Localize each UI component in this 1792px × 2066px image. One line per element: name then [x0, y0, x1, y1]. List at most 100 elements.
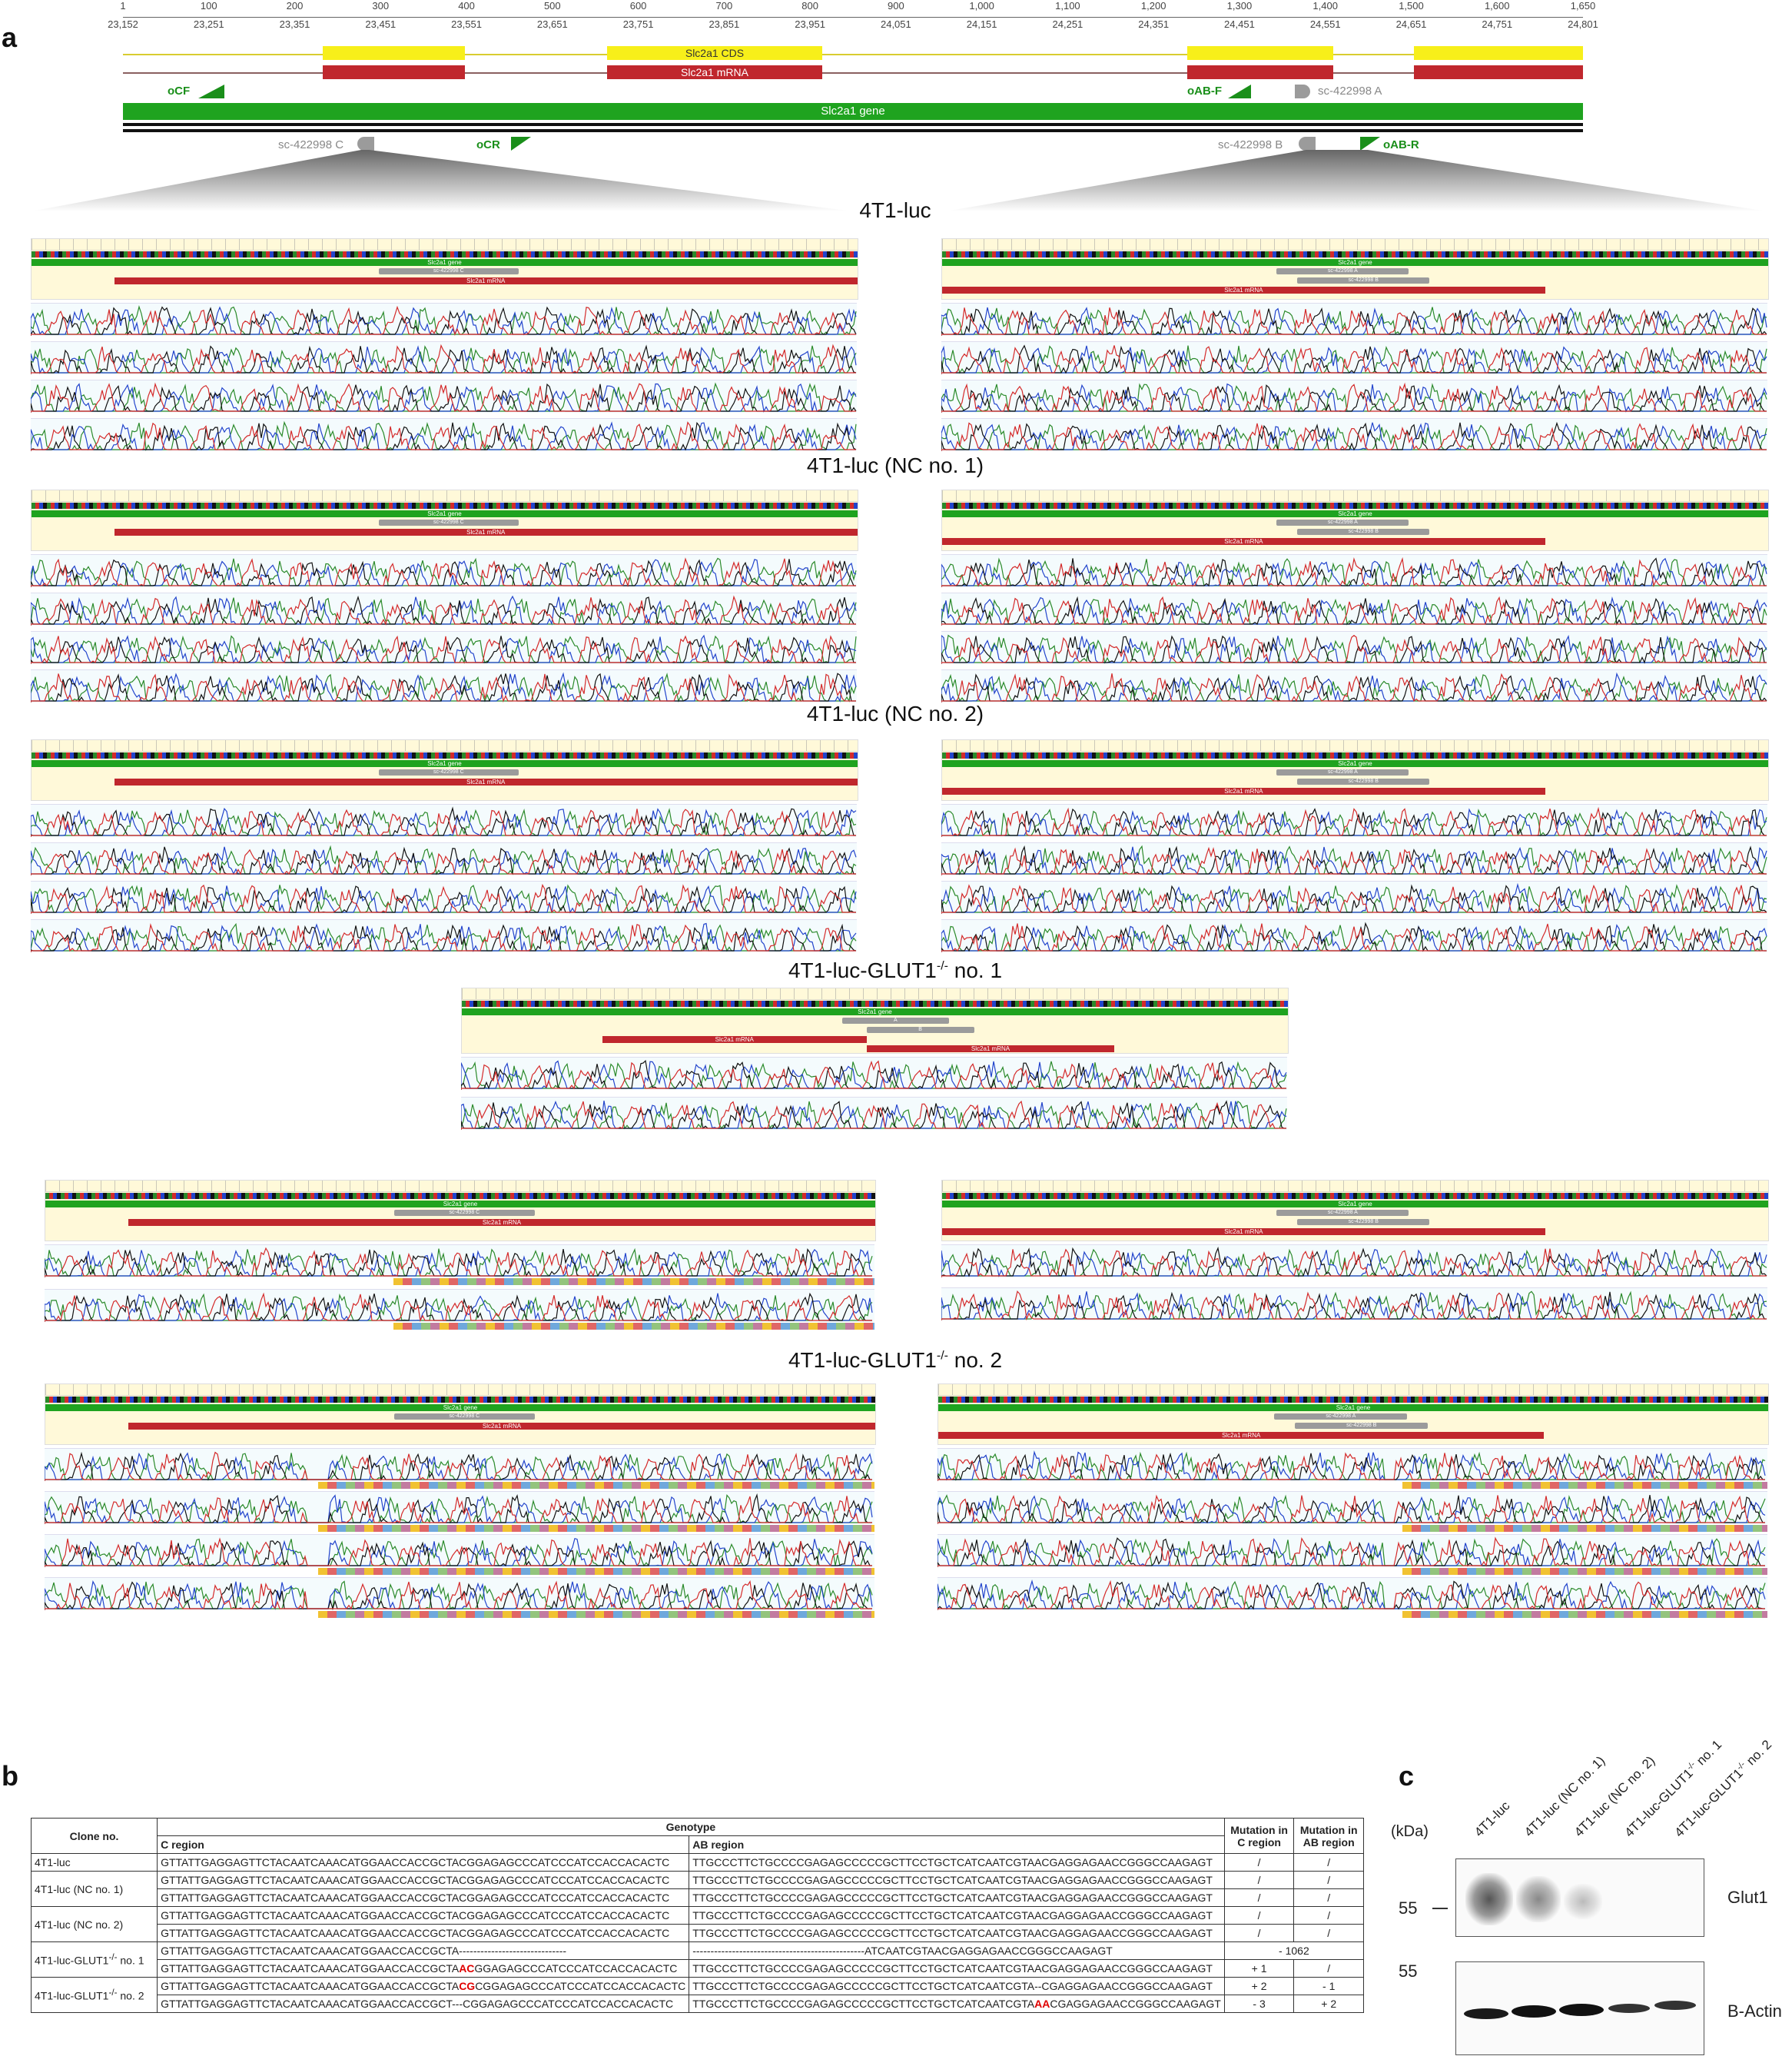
sample-title-nc1: 4T1-luc (NC no. 1): [806, 453, 984, 477]
map-tick-top: 1,400: [1312, 0, 1338, 12]
chromatogram: [941, 631, 1767, 664]
trace-line: [31, 848, 856, 875]
map-tick-bottom: 24,151: [966, 18, 997, 30]
chromatogram-trace: [941, 1290, 1767, 1320]
genome-line-1: [123, 123, 1583, 126]
sequence-bases: [942, 251, 1768, 257]
panel-letter-b: b: [2, 1760, 18, 1792]
chromatogram-trace: [941, 922, 1767, 952]
chromatogram: [45, 1244, 874, 1277]
trace-line: [31, 306, 857, 336]
trace-line: [941, 884, 1767, 914]
chromatogram-trace: [31, 595, 857, 626]
track-sgrna-c: sc-422998 C: [378, 769, 519, 776]
track-mrna: Slc2a1 mRNA: [114, 277, 858, 284]
table-row: 4T1-luc GTTATTGAGGAGTTCTACAATCAAACATGGAA…: [30, 1853, 1364, 1872]
chromatogram: [45, 1448, 874, 1481]
map-tick-top: 300: [372, 0, 390, 12]
marker-55-top: 55: [1399, 1898, 1418, 1918]
mrna-exon-4: [1414, 65, 1583, 79]
trace-line: [941, 1290, 1767, 1320]
trace-line: [941, 635, 1767, 664]
chromatogram: [937, 1534, 1767, 1567]
trace-line: [941, 422, 1767, 451]
trace-line: [941, 1248, 1767, 1277]
trace-line: [31, 557, 856, 587]
map-tick-bottom: 24,451: [1224, 18, 1255, 30]
map-tick-top: 1,200: [1140, 0, 1166, 12]
sequence-bases: [462, 1001, 1288, 1007]
chromatogram-trace: [31, 922, 857, 952]
chromatogram: [941, 669, 1767, 703]
trace-line: [937, 1494, 1765, 1524]
trace-line: [45, 1451, 872, 1481]
panel-letter-a: a: [2, 22, 18, 53]
chromatogram-trace: [941, 421, 1767, 451]
track-mrna: Slc2a1 mRNA: [942, 1228, 1545, 1235]
track-sgrna-b: sc-422998 B: [1297, 779, 1430, 785]
chromatogram: [941, 1287, 1767, 1320]
map-tick-top: 1,600: [1484, 0, 1510, 12]
lane-label-4: 4T1-luc-GLUT1-/- no. 1: [1621, 1737, 1725, 1840]
trace-line: [937, 1536, 1765, 1567]
table-row: 4T1-luc (NC no. 1) GTTATTGAGGAGTTCTACAAT…: [30, 1871, 1364, 1907]
primer-oabr-arrow: [1360, 137, 1380, 151]
chromatogram: [31, 804, 857, 837]
map-tick-bottom: 23,152: [108, 18, 138, 30]
trace-line: [31, 421, 856, 451]
track-mrna: Slc2a1 mRNA: [128, 1423, 875, 1430]
chromatogram: [941, 842, 1767, 875]
chromatogram-trace: [31, 634, 857, 664]
trace-line: [941, 307, 1767, 336]
trace-line: [937, 1452, 1765, 1481]
track-sgrna-b: sc-422998 B: [1295, 1423, 1429, 1429]
gene-bar: Slc2a1 gene: [123, 103, 1583, 120]
chromatogram: [31, 341, 857, 374]
track-sgrna-c: sc-422998 C: [378, 520, 519, 526]
track-gene: Slc2a1 gene: [942, 259, 1768, 266]
chromatogram-trace: [941, 307, 1767, 336]
chromatogram: [45, 1491, 874, 1524]
trace-line: [941, 846, 1767, 875]
track-sgrna-c: sc-422998 C: [378, 268, 519, 274]
table-row: GTTATTGAGGAGTTCTACAATCAAACATGGAACCACCGCT…: [32, 1959, 1364, 1978]
map-tick-bottom: 24,051: [880, 18, 911, 30]
sgrna-a-arrow: [1295, 85, 1310, 98]
amino-acid-strip: [393, 1323, 874, 1330]
chromatogram: [45, 1534, 874, 1567]
chromatogram: [941, 804, 1767, 837]
th-ab-region: AB region: [689, 1835, 1225, 1854]
trace-line: [31, 673, 856, 703]
primer-ocf-arrow: [198, 85, 224, 98]
band-glut1-2: [1516, 1876, 1561, 1922]
western-blot: (kDa) 4T1-luc 4T1-luc (NC no. 1) 4T1-luc…: [1383, 1737, 1792, 2066]
chromatogram-trace: [941, 344, 1767, 374]
trace-line: [461, 1100, 1286, 1130]
trace-line: [31, 922, 857, 952]
map-tick-bottom: 23,251: [193, 18, 224, 30]
track-sgrna-a: sc-422998 A: [1276, 1210, 1409, 1216]
map-tick-top: 900: [888, 0, 904, 12]
sequence-bases: [942, 503, 1768, 509]
trace-line: [45, 1493, 872, 1524]
sequence-ruler: [45, 1181, 875, 1192]
chromatogram: [461, 1097, 1287, 1130]
mrna-track-line: [123, 72, 1583, 74]
sequence-ruler: [32, 490, 858, 502]
map-tick-top: 700: [715, 0, 733, 12]
trace-line: [31, 595, 856, 626]
chromatogram-trace: [31, 806, 857, 837]
trace-line: [941, 596, 1767, 626]
trace-line: [461, 1060, 1286, 1090]
sgrna-c-label: sc-422998 C: [278, 138, 344, 151]
sequence-bases: [45, 1193, 875, 1199]
sgrna-b-arrow: [1299, 137, 1316, 151]
th-mut-ab: Mutation in AB region: [1293, 1818, 1364, 1854]
map-tick-top: 1,000: [969, 0, 994, 12]
chromatogram: [941, 380, 1767, 413]
trace-line: [941, 307, 1767, 336]
map-tick-bottom: 23,551: [451, 18, 482, 30]
